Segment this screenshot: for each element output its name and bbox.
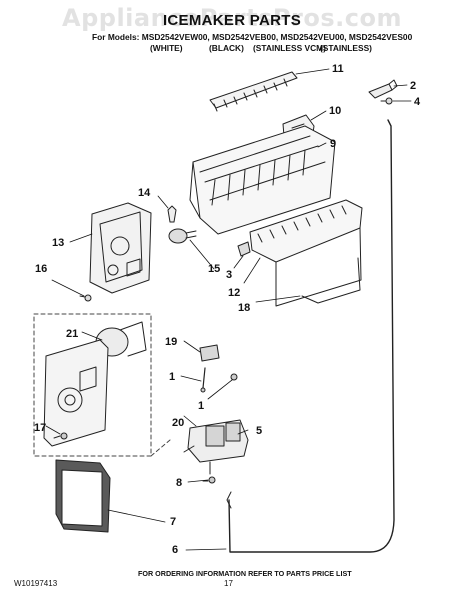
callout-11: 11	[332, 63, 344, 75]
callout-1a: 1	[169, 371, 175, 383]
callout-21: 21	[66, 328, 78, 340]
page-number: 17	[224, 579, 233, 588]
callout-19: 19	[165, 336, 177, 348]
ordering-note: FOR ORDERING INFORMATION REFER TO PARTS …	[138, 569, 352, 578]
callout-8: 8	[176, 477, 182, 489]
callout-4: 4	[414, 96, 421, 108]
callout-9: 9	[330, 138, 336, 150]
bracket-part	[368, 79, 398, 99]
document-number: W10197413	[14, 579, 58, 588]
callout-1b: 1	[198, 400, 204, 412]
callout-15: 15	[208, 263, 220, 275]
thermostat-part	[168, 228, 197, 244]
callout-14: 14	[138, 187, 151, 199]
leader-lines	[45, 68, 412, 551]
ejector-blade-part	[209, 71, 298, 112]
callout-7: 7	[170, 516, 176, 528]
callout-3: 3	[226, 269, 232, 281]
screw-part-17	[53, 432, 68, 440]
callout-18: 18	[238, 302, 250, 314]
callout-16: 16	[35, 263, 47, 275]
thermostat-clip-part	[167, 205, 177, 223]
variant-stainless: (STAINLESS)	[320, 43, 372, 53]
harness-connector-part	[199, 344, 220, 362]
connector-part	[237, 241, 251, 257]
callout-6: 6	[172, 544, 178, 556]
callout-13: 13	[52, 237, 64, 249]
callout-5: 5	[256, 425, 262, 437]
page-title: ICEMAKER PARTS	[162, 12, 302, 29]
variant-black: (BLACK)	[209, 43, 244, 53]
ice-mold-part	[189, 125, 336, 235]
cover-part	[55, 459, 111, 533]
water-valve-part	[183, 419, 249, 475]
screw-part-1a	[200, 367, 206, 393]
screw-part-8	[202, 476, 216, 484]
variant-stainless-vcm: (STAINLESS VCM)	[253, 43, 326, 53]
ice-stripper-part	[249, 199, 363, 307]
motor-assembly-group	[33, 313, 171, 457]
shutoff-arm-part	[301, 257, 361, 304]
models-line: For Models: MSD2542VEW00, MSD2542VEB00, …	[92, 32, 413, 42]
callout-20: 20	[172, 417, 184, 429]
screw-part-1b	[230, 373, 238, 381]
screw-part-16	[79, 294, 92, 302]
callout-2: 2	[410, 80, 416, 92]
callout-12: 12	[228, 287, 240, 299]
watermark: AppliancePartsPros.com	[62, 4, 402, 32]
screw-part-4	[380, 97, 393, 105]
fill-tube-part	[226, 119, 395, 553]
callout-17: 17	[34, 422, 46, 434]
variant-white: (WHITE)	[150, 43, 183, 53]
module-housing-part	[89, 202, 152, 294]
callout-10: 10	[329, 105, 341, 117]
